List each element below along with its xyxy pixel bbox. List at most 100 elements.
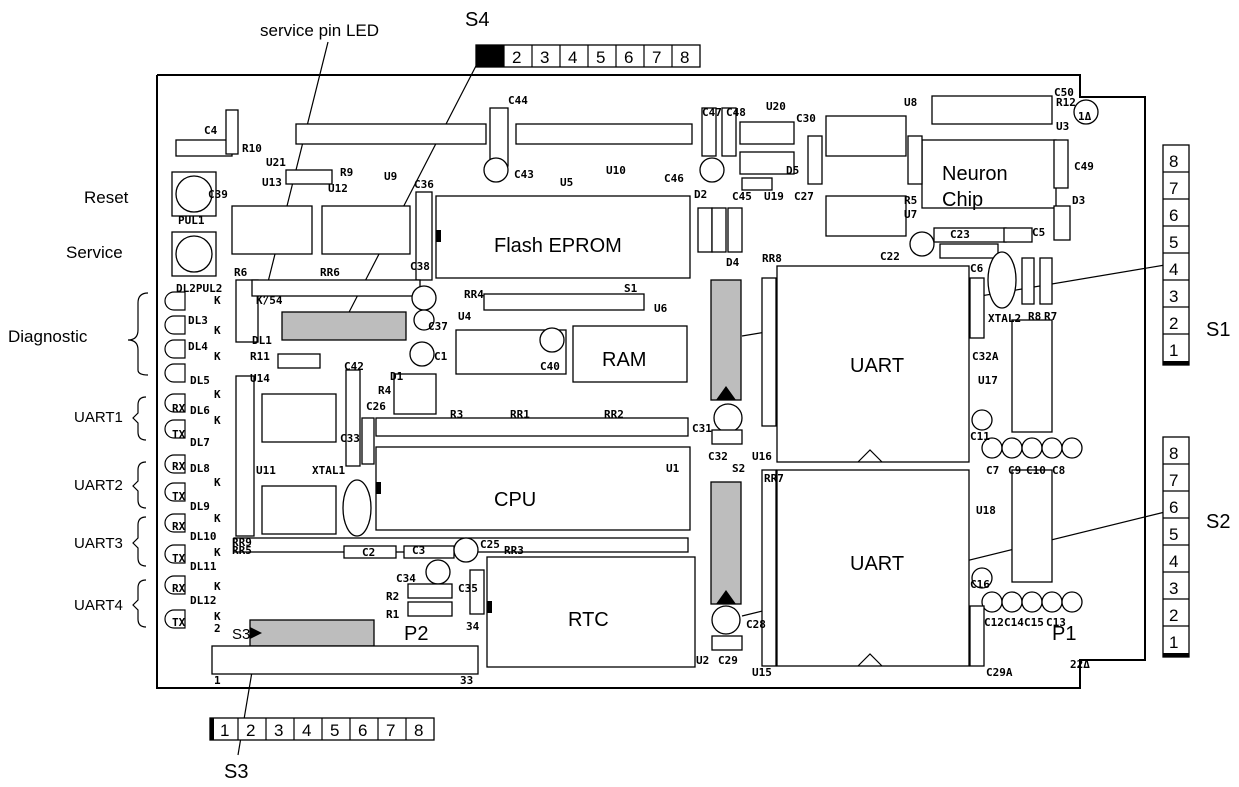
s2-pos-4: 4 [1169,552,1178,571]
svg-text:R6: R6 [234,266,248,279]
svg-text:C5: C5 [1032,226,1045,239]
svg-text:C42: C42 [344,360,364,373]
svg-text:R8: R8 [1028,310,1041,323]
svg-text:R2: R2 [386,590,399,603]
svg-text:U18: U18 [976,504,996,517]
s2-pos-5: 5 [1169,525,1178,544]
neuron-chip: Neuron Chip [921,139,1057,211]
svg-text:34: 34 [466,620,480,633]
svg-text:DL2PUL2: DL2PUL2 [176,282,222,295]
svg-text:D2: D2 [694,188,707,201]
neuron-chip-label-1: Neuron [942,163,1008,185]
svg-text:C16: C16 [970,578,990,591]
svg-text:C31: C31 [692,422,712,435]
s3-bottom-label: S3 [224,761,248,783]
s4-pos-8: 8 [680,48,689,67]
s3-on-board-label: S3 [232,626,250,643]
svg-text:C4: C4 [204,124,218,137]
s1-pos-6: 6 [1169,206,1178,225]
svg-text:TX: TX [172,616,186,629]
neuron-chip-label-2: Chip [942,189,983,211]
service-button[interactable] [171,231,217,277]
svg-text:XTAL2: XTAL2 [988,312,1021,325]
svg-text:C2: C2 [362,546,375,559]
svg-text:C26: C26 [366,400,386,413]
svg-text:C47: C47 [702,106,722,119]
s2-pos-1: 1 [1169,633,1178,652]
led-dl8 [164,454,186,474]
svg-text:U4: U4 [458,310,472,323]
svg-text:R12: R12 [1056,96,1076,109]
s4-pos-7: 7 [652,48,661,67]
service-pin-led-label: service pin LED [260,21,379,40]
uart-top-label: UART [850,355,904,377]
svg-text:C14: C14 [1004,616,1024,629]
s1-pos-5: 5 [1169,233,1178,252]
svg-text:TX: TX [172,552,186,565]
led-dl5 [164,363,186,383]
s1-label: S1 [1206,319,1230,341]
led-dl3 [164,315,186,335]
ram-chip: RAM [572,325,688,383]
svg-text:U7: U7 [904,208,917,221]
svg-text:C44: C44 [508,94,528,107]
svg-text:C39: C39 [208,188,228,201]
svg-text:U9: U9 [384,170,397,183]
svg-text:U6: U6 [654,302,668,315]
svg-text:C49: C49 [1074,160,1094,173]
svg-text:C38: C38 [410,260,430,273]
s1-pos-1: 1 [1169,341,1178,360]
svg-text:RX: RX [172,582,186,595]
uart2-label: UART2 [74,477,123,494]
svg-text:U14: U14 [250,372,270,385]
svg-text:C29: C29 [718,654,738,667]
svg-text:R3: R3 [450,408,463,421]
svg-text:C12: C12 [984,616,1004,629]
svg-text:D5: D5 [786,164,799,177]
svg-text:U10: U10 [606,164,626,177]
svg-text:U8: U8 [904,96,917,109]
svg-text:U5: U5 [560,176,573,189]
svg-text:RR9: RR9 [232,536,252,549]
s2-label: S2 [1206,511,1230,533]
reset-button[interactable] [171,171,217,217]
svg-text:K: K [214,294,221,307]
svg-text:DL6: DL6 [190,404,210,417]
svg-text:C40: C40 [540,360,560,373]
flash-eprom-label: Flash EPROM [494,235,622,257]
svg-text:C50: C50 [1054,86,1074,99]
uart1-label: UART1 [74,409,123,426]
svg-text:S1: S1 [624,282,638,295]
led-dl2 [164,291,186,311]
s3-pos-1: 1 [220,721,229,740]
svg-text:RX: RX [172,460,186,473]
s1-switch-body [710,279,742,401]
svg-text:C43: C43 [514,168,534,181]
svg-text:RR1: RR1 [510,408,530,421]
reset-label: Reset [84,188,129,207]
svg-text:U1: U1 [666,462,680,475]
s4-label: S4 [465,9,489,31]
svg-text:DL10: DL10 [190,530,217,543]
svg-text:C32: C32 [708,450,728,463]
svg-text:C35: C35 [458,582,478,595]
ram-label: RAM [602,349,646,371]
svg-text:DL9: DL9 [190,500,210,513]
svg-text:K: K [214,388,221,401]
svg-text:DL11: DL11 [190,560,217,573]
led-dl4 [164,339,186,359]
svg-text:C10: C10 [1026,464,1046,477]
svg-text:DL8: DL8 [190,462,210,475]
svg-text:TX: TX [172,490,186,503]
svg-text:XTAL1: XTAL1 [312,464,345,477]
s3-pos-2: 2 [246,721,255,740]
s4-pos-5: 5 [596,48,605,67]
svg-text:C28: C28 [746,618,766,631]
svg-text:RX: RX [172,402,186,415]
s2-pos-7: 7 [1169,471,1178,490]
svg-text:U11: U11 [256,464,276,477]
svg-text:D1: D1 [390,370,404,383]
svg-text:C1: C1 [434,350,448,363]
uart3-label: UART3 [74,535,123,552]
svg-text:K: K [214,324,221,337]
